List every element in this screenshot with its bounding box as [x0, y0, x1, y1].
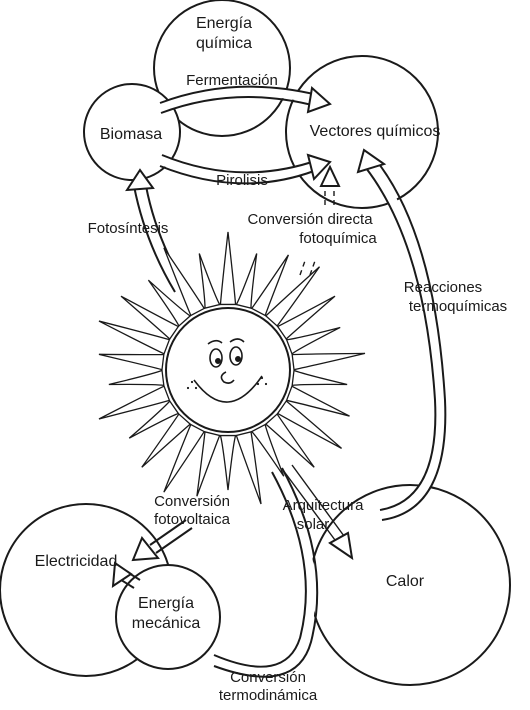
energia-mecanica-label-2: mecánica — [132, 615, 201, 632]
sun-ray — [292, 370, 347, 385]
sun-freckle — [257, 383, 259, 385]
sun-freckle — [265, 383, 267, 385]
energia-quimica-label-1: Energía — [196, 15, 252, 32]
sun-ray — [292, 353, 365, 369]
fermentacion-label: Fermentación — [186, 72, 278, 89]
electricidad-label: Electricidad — [35, 553, 118, 570]
arquitectura-solar-label-2: solar — [297, 516, 330, 533]
arquitectura-solar-label-1: Arquitectura — [283, 497, 365, 514]
conversion-termodinamica-label-2: termodinámica — [219, 687, 318, 704]
calor-label: Calor — [386, 573, 425, 590]
reacciones-termoquimicas-label-1: Reacciones — [404, 279, 482, 296]
conversion-directa-label-1: Conversión directa — [247, 211, 373, 228]
sun-freckle — [187, 387, 189, 389]
sun-ray — [99, 354, 164, 369]
smiling-sun-icon — [99, 232, 365, 504]
conversion-directa-label-2: fotoquímica — [299, 230, 377, 247]
fotosintesis-label: Fotosíntesis — [88, 220, 169, 237]
sun-ray — [220, 436, 235, 490]
conversion-fotovoltaica-label-2: fotovoltaica — [154, 511, 231, 528]
sun-face-detail — [236, 357, 240, 361]
sun-ray — [199, 253, 219, 308]
sun-freckle — [195, 387, 197, 389]
sun-face — [166, 308, 290, 432]
vectores-quimicos-label: Vectores químicos — [310, 123, 441, 140]
conversion-termodinamica-label-1: Conversión — [230, 669, 306, 686]
energia-quimica-label-2: química — [196, 35, 252, 52]
sun-ray — [236, 253, 256, 308]
sun-ray — [197, 432, 220, 496]
sun-freckle — [191, 381, 193, 383]
pirolisis-label: Pirolisis — [216, 172, 268, 189]
sun-ray — [109, 370, 164, 385]
sun-ray — [236, 432, 261, 504]
biomasa-label: Biomasa — [100, 126, 162, 143]
reacciones-termoquimicas-label-2: termoquímicas — [409, 298, 507, 315]
energia-mecanica-label-1: Energía — [138, 595, 194, 612]
sun-ray — [220, 232, 235, 304]
sun-freckle — [261, 377, 263, 379]
conversion-fotovoltaica-label-1: Conversión — [154, 493, 230, 510]
sun-face-detail — [216, 359, 220, 363]
